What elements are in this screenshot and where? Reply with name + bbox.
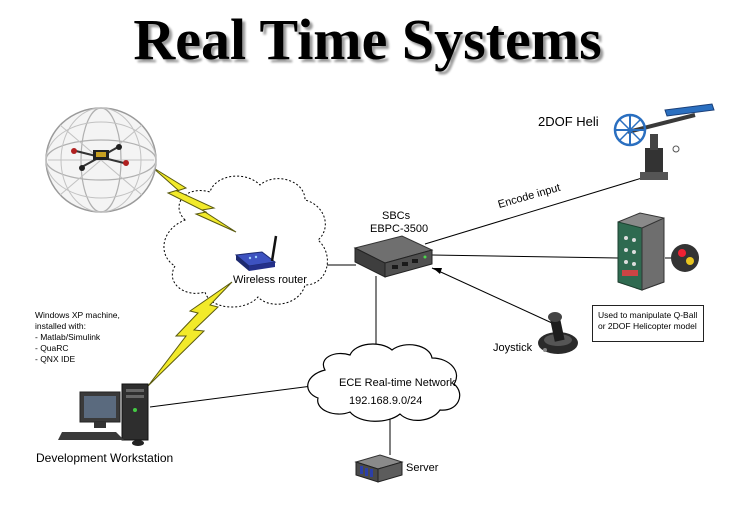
router-icon	[234, 235, 278, 271]
workstation-note-line1: Windows XP machine,	[35, 310, 120, 320]
joystick-note-line2: or 2DOF Helicopter model	[598, 321, 697, 331]
server-icon	[354, 454, 404, 483]
sbc-label-line1: SBCs	[382, 210, 411, 222]
link-workstation-network	[149, 385, 313, 408]
joystick-note: Used to manipulate Q-Ball or 2DOF Helico…	[592, 305, 704, 342]
link-sbc-panel	[431, 254, 619, 259]
heli-label: 2DOF Heli	[538, 114, 599, 129]
control-panel-icon	[617, 212, 699, 291]
link-sbc-joystick	[431, 267, 553, 324]
workstation-label: Development Workstation	[36, 451, 174, 465]
heli-icon	[613, 103, 715, 180]
server-label: Server	[406, 462, 439, 474]
sbc-icon	[353, 235, 434, 278]
joystick-arrow	[433, 268, 442, 274]
network-label-line2: 192.168.9.0/24	[349, 395, 423, 407]
network-cloud	[307, 343, 461, 422]
software-item: - QNX IDE	[35, 354, 76, 364]
joystick-note-line1: Used to manipulate Q-Ball	[598, 310, 698, 320]
link-sbc-heli	[424, 177, 643, 245]
workstation-note-line2: installed with:	[35, 321, 87, 331]
workstation-icon	[58, 383, 149, 446]
joystick-label: Joystick	[493, 342, 533, 354]
joystick-icon	[538, 312, 578, 354]
workstation-note: Windows XP machine, installed with: - Ma…	[35, 310, 120, 365]
network-label-line1: ECE Real-time Network	[339, 377, 456, 389]
qball-icon	[45, 107, 157, 213]
software-item: - Matlab/Simulink	[35, 332, 101, 342]
software-item: - QuaRC	[35, 343, 69, 353]
lightning-upper-icon	[151, 166, 237, 233]
page-title: Real Time Systems	[133, 7, 602, 72]
sbc-label-line2: EBPC-3500	[370, 223, 429, 235]
router-label: Wireless router	[233, 274, 307, 286]
